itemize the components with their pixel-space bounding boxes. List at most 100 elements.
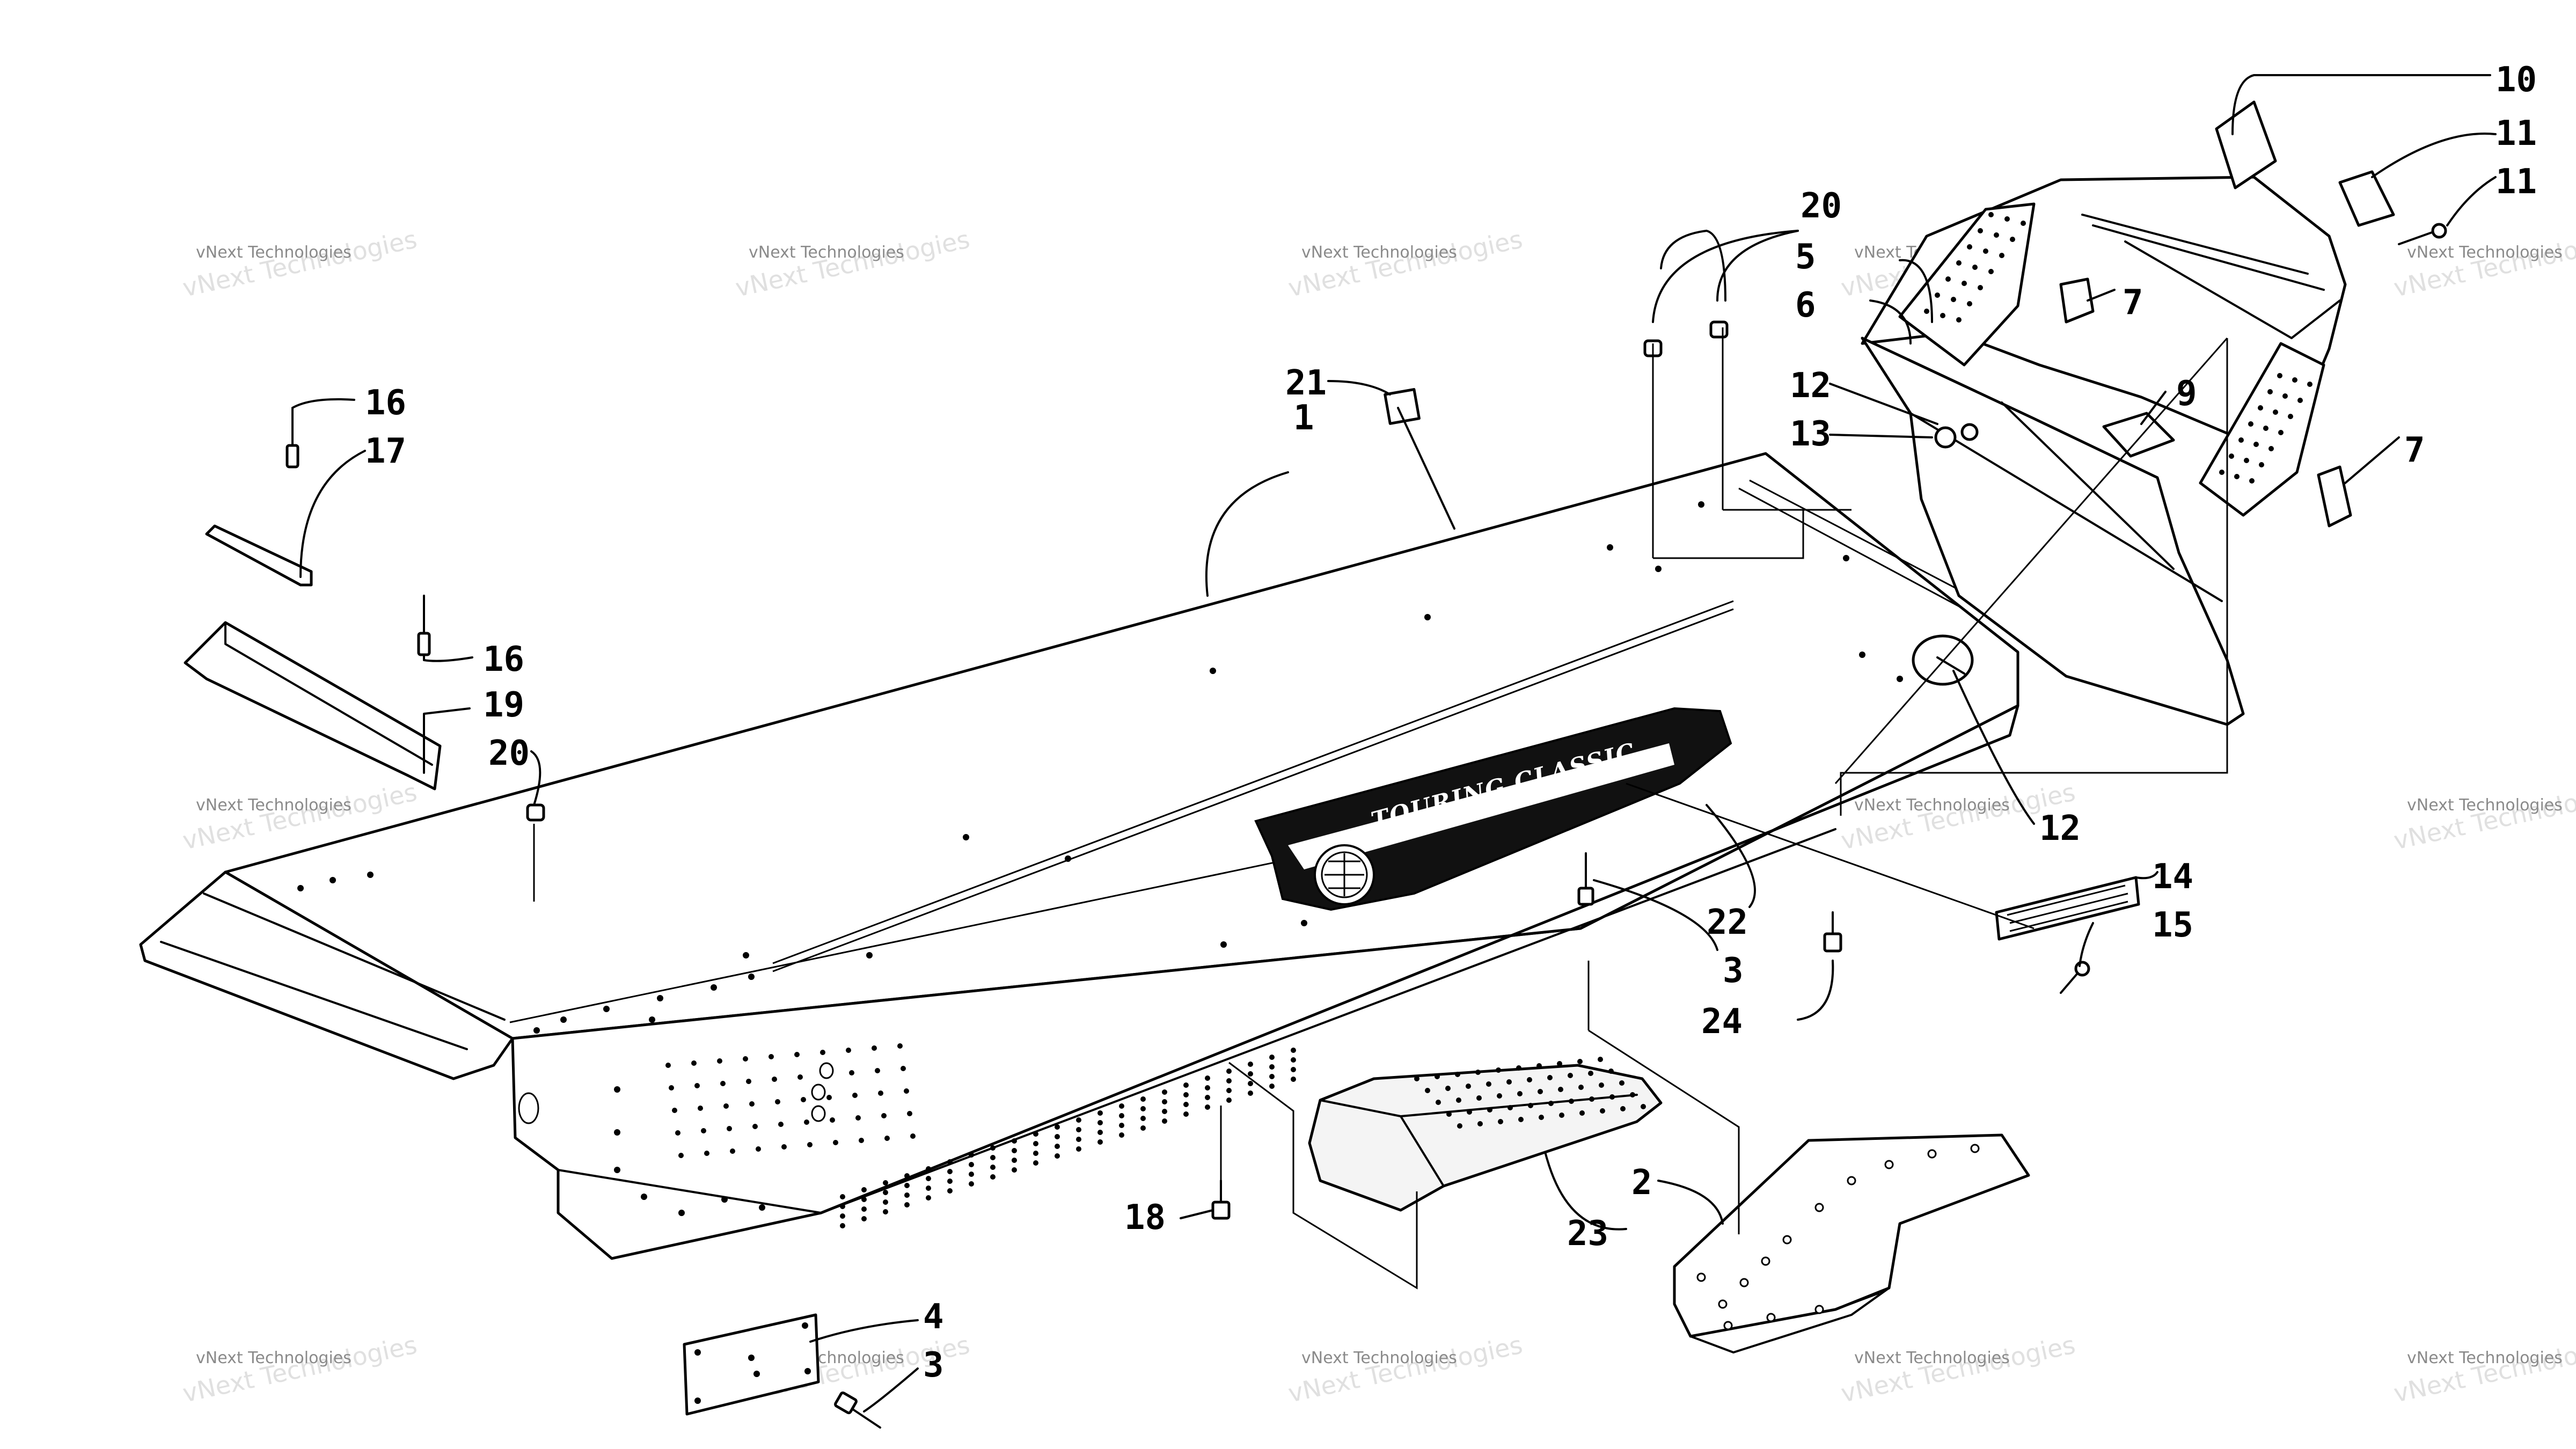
perf-dot: [1076, 1117, 1081, 1123]
plate-hole: [804, 1368, 811, 1374]
perf-dot: [1162, 1089, 1167, 1095]
perf-dot: [1988, 269, 1994, 274]
callout-20b: 20: [1801, 186, 1842, 226]
hole-dot: [743, 952, 749, 958]
perf-dot: [910, 1133, 916, 1139]
perf-dot: [1076, 1137, 1081, 1142]
hole-dot: [1843, 555, 1849, 561]
perf-dot: [807, 1142, 813, 1147]
perf-dot: [701, 1128, 706, 1133]
perf-dot: [1972, 265, 1978, 270]
perf-dot: [947, 1159, 953, 1165]
perf-dot: [1507, 1105, 1513, 1110]
perf-dot: [1962, 281, 1967, 286]
perf-dot: [1183, 1082, 1189, 1088]
perf-dot: [1988, 212, 1994, 217]
bracket-holes: [1696, 1144, 1980, 1330]
perf-dot: [1183, 1111, 1189, 1117]
perf-dot: [1033, 1131, 1038, 1137]
screw-11b: [1912, 634, 1974, 686]
perf-dot: [1097, 1139, 1103, 1145]
perf-dot: [846, 1048, 851, 1053]
perf-dot: [990, 1165, 996, 1170]
screw-11a: [2398, 223, 2447, 245]
perf-dot: [665, 1063, 671, 1068]
perf-dot: [1577, 1059, 1583, 1064]
perf-dot: [2278, 430, 2284, 435]
callout-7a: 7: [2123, 283, 2143, 323]
perf-dot: [1477, 1121, 1483, 1126]
watermark-small: vNext Technologies: [1301, 243, 1457, 262]
perf-dot: [1205, 1085, 1210, 1091]
perf-dot: [1033, 1160, 1038, 1166]
perf-dot: [1956, 260, 1962, 266]
perf-dot: [1226, 1088, 1232, 1093]
watermark-large: vNext Technologies: [1286, 1330, 1525, 1408]
perf-dot: [1999, 253, 2004, 258]
perf-dot: [2292, 377, 2297, 383]
perf-dot: [1183, 1102, 1189, 1107]
perf-dot: [721, 1196, 728, 1203]
bracket-hole: [1739, 1278, 1749, 1287]
perf-dot: [746, 1079, 751, 1084]
perf-dot: [1012, 1167, 1017, 1173]
perf-dot: [883, 1190, 888, 1195]
watermark-small: vNext Technologies: [2407, 243, 2563, 262]
hole-dot: [1655, 566, 1662, 572]
perf-dot: [1924, 309, 1929, 314]
nut-8: [2102, 412, 2175, 458]
perf-dot: [1620, 1106, 1626, 1111]
plug-20a: [526, 803, 545, 822]
plate-hole: [802, 1322, 808, 1329]
perf-dot: [1226, 1078, 1232, 1084]
perf-dot: [1291, 1057, 1296, 1063]
perf-dot: [2219, 470, 2224, 475]
perf-dot: [1630, 1092, 1635, 1097]
perf-dot: [614, 1129, 620, 1136]
plate-hole: [694, 1349, 701, 1356]
hole-dot: [748, 974, 755, 980]
rivet-3a: [1577, 852, 1594, 906]
perf-dot: [1967, 244, 1972, 250]
callout-20a: 20: [488, 734, 530, 773]
perf-dot: [904, 1202, 910, 1208]
perf-dot: [1055, 1144, 1060, 1149]
perf-dot: [1569, 1099, 1574, 1104]
perf-dot: [1536, 1063, 1542, 1069]
perf-dot: [2249, 478, 2255, 484]
perf-dot: [926, 1176, 931, 1181]
perf-dot: [878, 1091, 883, 1096]
perf-dot: [875, 1068, 880, 1073]
bracket-hole: [1970, 1144, 1980, 1153]
perf-dot: [1162, 1118, 1167, 1124]
perf-dot: [926, 1195, 931, 1201]
perf-dot: [1269, 1084, 1275, 1089]
hole-dot: [603, 1006, 610, 1012]
perf-dot: [1538, 1089, 1543, 1094]
plate-4: [683, 1313, 820, 1416]
perf-dot: [717, 1058, 722, 1064]
perf-dot: [861, 1216, 867, 1221]
perf-dot: [797, 1074, 803, 1080]
perf-dot: [1140, 1096, 1146, 1102]
perf-dot: [1517, 1091, 1523, 1096]
hole-dot: [297, 885, 304, 891]
watermark-large: vNext Technologies: [733, 224, 972, 302]
perf-dot: [1486, 1081, 1491, 1087]
perf-dot: [830, 1117, 835, 1123]
washer-12: [1960, 423, 1979, 441]
perf-dot: [881, 1113, 887, 1118]
callout-16b: 16: [483, 640, 524, 679]
callout-labels: 1 21 16 17 16 19 20 20 5 6 7 12 13 9 7 1…: [365, 60, 2537, 1385]
perf-dot: [1140, 1106, 1146, 1111]
perf-dot: [901, 1066, 906, 1071]
perf-dot: [947, 1188, 953, 1194]
callout-14: 14: [2152, 857, 2193, 897]
perf-dot: [904, 1183, 910, 1188]
perf-dot: [2229, 453, 2234, 459]
perf-dot: [1466, 1084, 1471, 1089]
perf-dot: [1498, 1119, 1503, 1124]
perf-dot: [2288, 414, 2293, 419]
perf-dot: [704, 1151, 709, 1156]
